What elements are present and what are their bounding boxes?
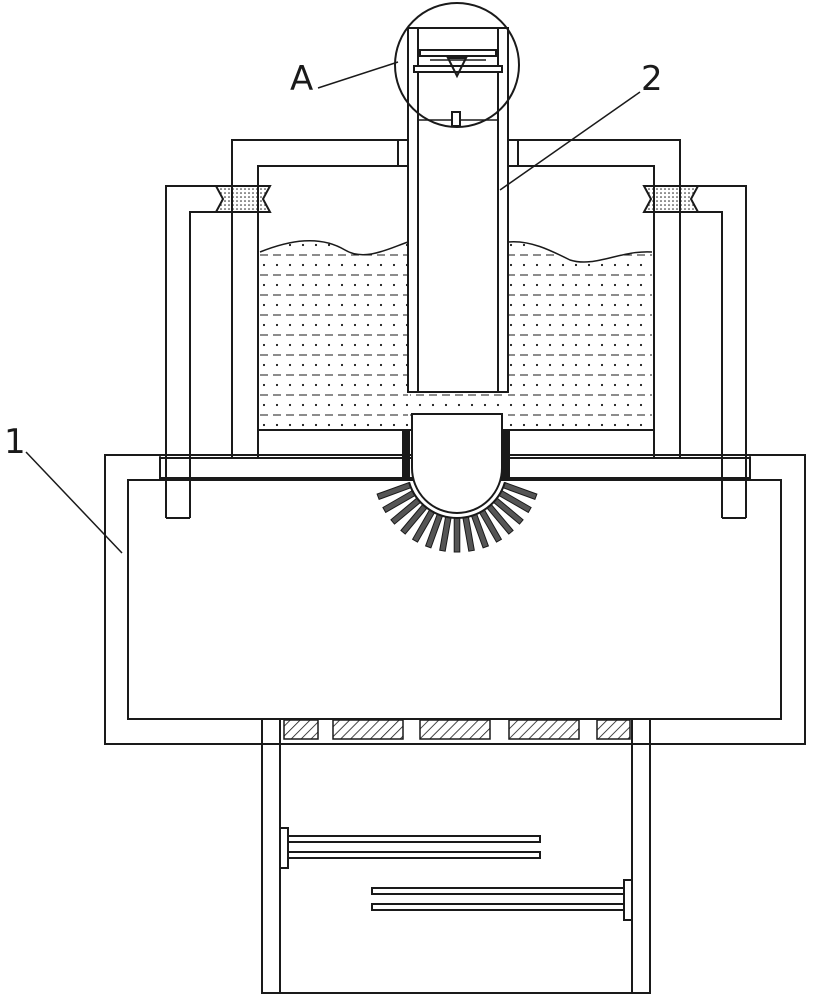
heating-rod-right <box>371 879 633 921</box>
liquid-tank <box>257 165 655 431</box>
brush-base-arc <box>408 482 506 519</box>
leader-a <box>317 61 399 89</box>
left-roller <box>214 185 272 213</box>
label-a: A <box>290 59 313 99</box>
brush-fan <box>376 481 538 553</box>
leader-1 <box>25 451 123 554</box>
right-pipe <box>696 185 747 519</box>
liquid-body-right <box>508 241 652 428</box>
brush-bristle <box>462 516 475 552</box>
lower-chamber <box>261 719 651 994</box>
brush-bristle <box>439 516 452 552</box>
nozzle <box>402 413 510 514</box>
leader-2 <box>499 91 641 191</box>
left-pipe <box>165 185 216 519</box>
heating-rod-left <box>279 827 541 869</box>
label-2: 2 <box>641 59 663 99</box>
right-roller <box>642 185 700 213</box>
liquid-body-left <box>260 240 408 428</box>
detail-a-circle <box>394 2 520 128</box>
label-1: 1 <box>4 422 26 462</box>
brush-bristle <box>453 517 461 553</box>
central-tube <box>407 27 509 393</box>
